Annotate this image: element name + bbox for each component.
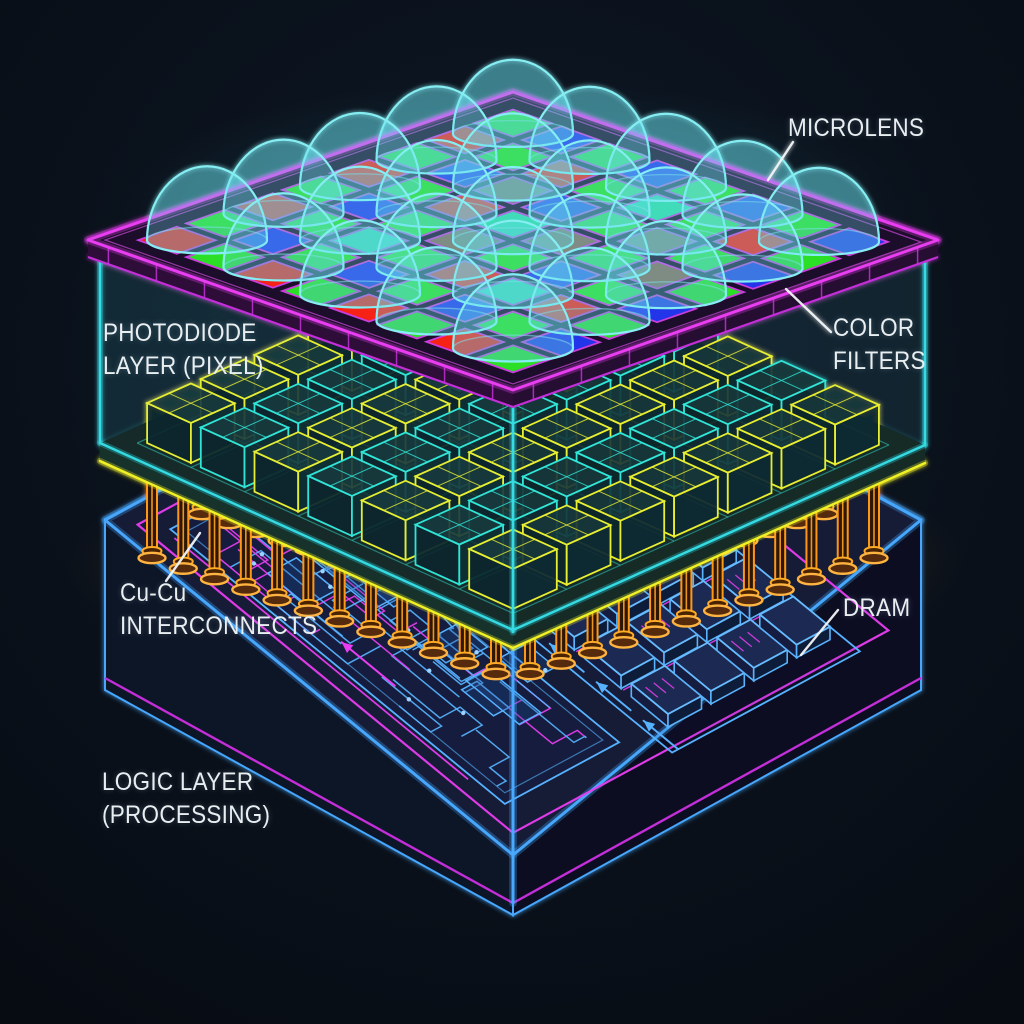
label-logic-line1: LOGIC LAYER [102,768,254,796]
label-cu-cu-interconnects: Cu-Cu INTERCONNECTS [120,577,317,643]
photodiode-volume [97,257,928,636]
label-cucu-line2: INTERCONNECTS [120,612,318,640]
label-cucu-line1: Cu-Cu [120,579,187,607]
diagram-root [84,58,942,917]
leader-lines [164,140,840,657]
label-dram-text: DRAM [843,594,911,622]
label-photodiode-line1: PHOTODIODE [103,319,257,347]
label-photodiode-line2: LAYER (PIXEL) [103,352,264,380]
label-microlens-text: MICROLENS [788,114,925,142]
label-color-filters: COLOR FILTERS [833,312,926,378]
label-photodiode-layer: PHOTODIODE LAYER (PIXEL) [103,317,264,383]
label-dram: DRAM [843,592,910,625]
label-color-filters-line2: FILTERS [833,347,926,375]
microlens-array [145,58,881,363]
label-logic-layer: LOGIC LAYER (PROCESSING) [102,766,270,832]
label-color-filters-line1: COLOR [833,314,915,342]
label-logic-line2: (PROCESSING) [102,801,271,829]
label-microlens: MICROLENS [788,112,924,145]
